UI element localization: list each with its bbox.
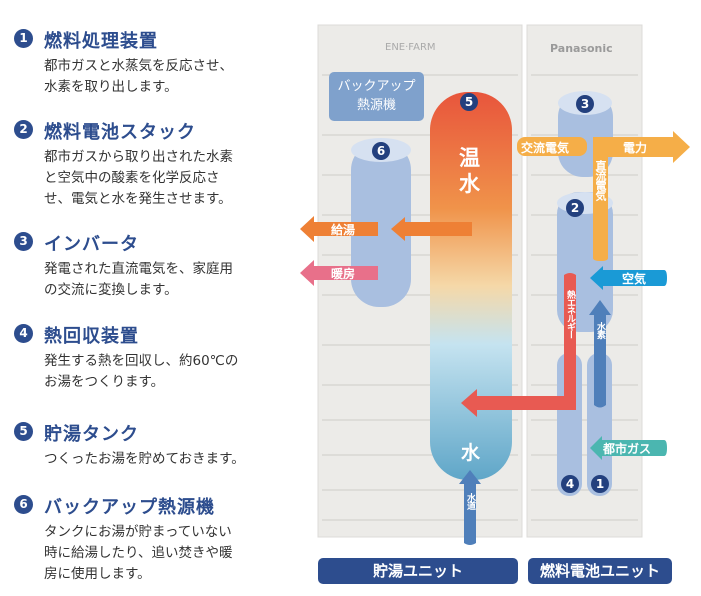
number-badge: 1 bbox=[14, 29, 33, 48]
desc-line: と空気中の酸素を化学反応さ bbox=[44, 170, 220, 186]
kyuto-arrow bbox=[300, 216, 378, 242]
item-desc: 都市ガスと水蒸気を反応させ、水素を取り出します。 bbox=[44, 56, 233, 98]
item-title: 熱回収装置 bbox=[44, 326, 139, 347]
desc-line: の交流に変換します。 bbox=[44, 282, 178, 298]
hydrogen-arrow bbox=[589, 300, 611, 408]
item-title: インバータ bbox=[44, 234, 139, 255]
heat-energy-arrow bbox=[461, 273, 576, 417]
item-desc: 発生する熱を回収し、約60℃のお湯をつくります。 bbox=[44, 351, 238, 393]
air-label: 空気 bbox=[622, 272, 647, 286]
desc-line: 房に使用します。 bbox=[44, 566, 151, 582]
ac-label: 交流電気 bbox=[521, 141, 570, 155]
badge-2: 2 bbox=[566, 199, 584, 217]
desc-line: 時に給湯したり、追い焚きや暖 bbox=[44, 545, 233, 561]
danbo-label: 暖房 bbox=[331, 267, 356, 281]
item-desc: 発電された直流電気を、家庭用の交流に変換します。 bbox=[44, 259, 233, 301]
city-gas-arrow bbox=[590, 436, 667, 460]
item-title: 燃料処理装置 bbox=[44, 31, 158, 52]
desc-line: お湯をつくります。 bbox=[44, 374, 165, 390]
tank-to-kyuto-arrow bbox=[391, 217, 472, 241]
logo-panasonic: Panasonic bbox=[550, 42, 613, 55]
power-label: 電力 bbox=[623, 141, 648, 155]
ac-box bbox=[517, 137, 587, 156]
city-gas-label: 都市ガス bbox=[603, 442, 652, 456]
desc-line: 都市ガスと水蒸気を反応させ、 bbox=[44, 58, 233, 74]
badge-5: 5 bbox=[460, 93, 478, 111]
number-badge: 6 bbox=[14, 495, 33, 514]
desc-line: 都市ガスから取り出された水素 bbox=[44, 149, 233, 165]
desc-line: つくったお湯を貯めておきます。 bbox=[44, 451, 245, 467]
dc-power-arrow bbox=[593, 131, 690, 261]
backup-label-line: バックアップ bbox=[337, 79, 416, 94]
storage-unit-label: 貯湯ユニット bbox=[318, 558, 518, 584]
item-desc: つくったお湯を貯めておきます。 bbox=[44, 449, 245, 470]
desc-line: 水素を取り出します。 bbox=[44, 79, 178, 95]
backup-heater-cylinder bbox=[351, 142, 411, 307]
backup-label-line: 熱源機 bbox=[356, 98, 396, 113]
air-arrow bbox=[590, 266, 667, 290]
number-badge: 5 bbox=[14, 422, 33, 441]
logo-ene-farm: ENE·FARM bbox=[385, 42, 436, 53]
desc-line: 発生する熱を回収し、約60℃の bbox=[44, 353, 239, 369]
hydrogen-label: 水素 bbox=[595, 322, 605, 338]
item-title: バックアップ熱源機 bbox=[44, 497, 215, 518]
number-badge: 2 bbox=[14, 120, 33, 139]
tap-water-arrow bbox=[459, 470, 481, 545]
backup-label: バックアップ 熱源機 bbox=[329, 77, 424, 115]
item-desc: 都市ガスから取り出された水素と空気中の酸素を化学反応させ、電気と水を発生させます… bbox=[44, 147, 233, 210]
badge-6: 6 bbox=[372, 142, 390, 160]
number-badge: 4 bbox=[14, 324, 33, 343]
desc-line: せ、電気と水を発生させます。 bbox=[44, 191, 232, 207]
tap-water-label: 水道 bbox=[465, 493, 475, 509]
hot-water-label: 温水 bbox=[459, 146, 480, 196]
storage-tank bbox=[430, 92, 512, 480]
dc-label: 直流電気 bbox=[594, 160, 607, 200]
badge-3: 3 bbox=[576, 95, 594, 113]
heat-energy-label: 熱エネルギー bbox=[565, 290, 575, 338]
danbo-arrow bbox=[300, 260, 378, 286]
desc-line: タンクにお湯が貯まっていない bbox=[44, 524, 232, 540]
badge-4: 4 bbox=[561, 475, 579, 493]
badge-1: 1 bbox=[591, 475, 609, 493]
item-title: 燃料電池スタック bbox=[44, 122, 196, 143]
kyuto-label: 給湯 bbox=[331, 223, 356, 237]
item-desc: タンクにお湯が貯まっていない時に給湯したり、追い焚きや暖房に使用します。 bbox=[44, 522, 232, 585]
item-title: 貯湯タンク bbox=[44, 424, 139, 445]
water-label: 水 bbox=[461, 442, 481, 464]
number-badge: 3 bbox=[14, 232, 33, 251]
desc-line: 発電された直流電気を、家庭用 bbox=[44, 261, 233, 277]
fuel-cell-unit-label: 燃料電池ユニット bbox=[528, 558, 672, 584]
backup-label-box bbox=[329, 72, 424, 121]
